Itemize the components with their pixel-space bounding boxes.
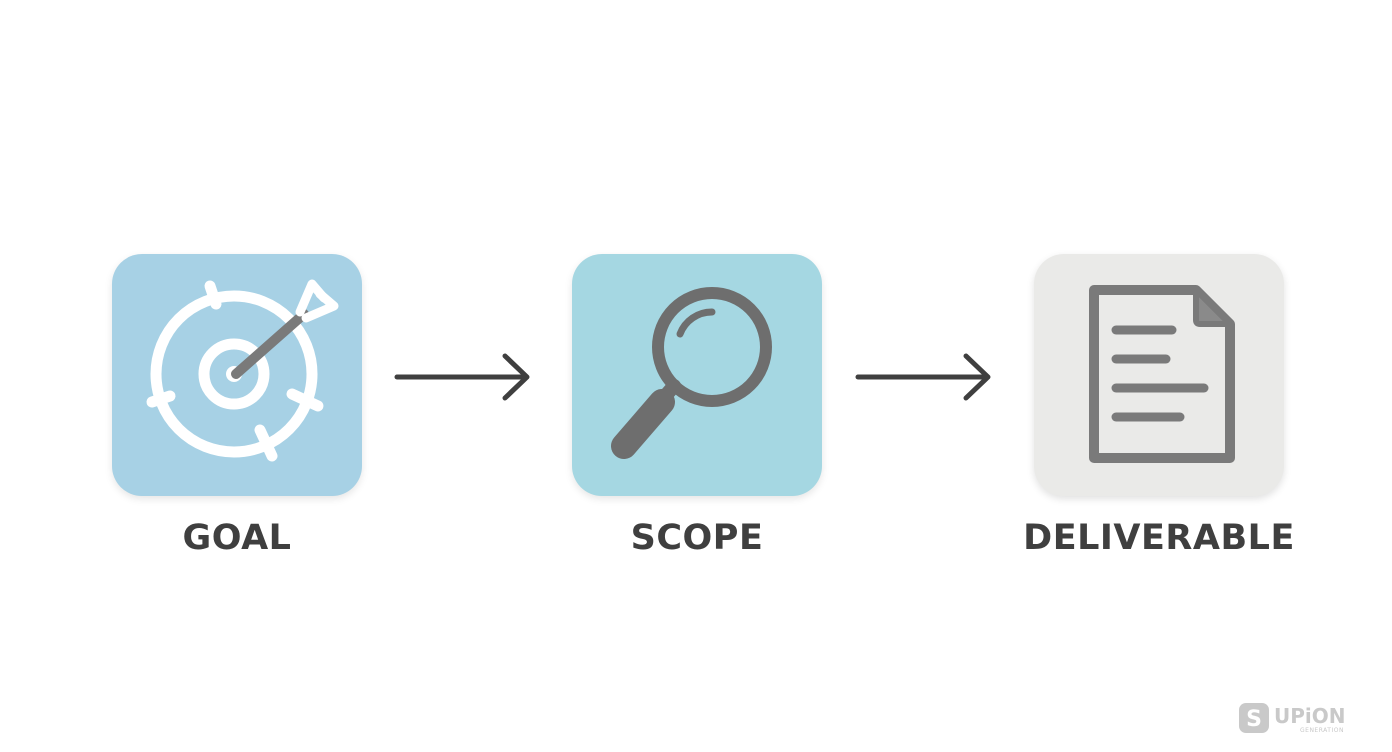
scope-tile	[572, 254, 822, 496]
arrow-right-icon	[394, 353, 530, 401]
watermark-tagline: GENERATION	[1300, 727, 1344, 734]
target-arrow-icon	[146, 279, 339, 462]
step-scope: SCOPE	[572, 254, 822, 558]
watermark-brand: UPiON	[1274, 704, 1346, 728]
step-label-deliverable: DELIVERABLE	[1023, 518, 1295, 558]
document-icon	[1089, 285, 1235, 463]
flow-arrow-1	[393, 352, 533, 402]
deliverable-tile	[1034, 254, 1284, 496]
arrow-right-icon	[855, 353, 991, 401]
goal-tile	[112, 254, 362, 496]
svg-text:S: S	[1246, 707, 1262, 732]
flow-arrow-2	[854, 352, 994, 402]
step-goal: GOAL	[112, 254, 362, 558]
step-label-goal: GOAL	[182, 518, 292, 558]
step-label-scope: SCOPE	[630, 518, 764, 558]
magnifying-glass-icon	[611, 287, 772, 459]
watermark-logo: S UPiON GENERATION	[1238, 702, 1370, 734]
step-deliverable: DELIVERABLE	[1023, 254, 1294, 558]
